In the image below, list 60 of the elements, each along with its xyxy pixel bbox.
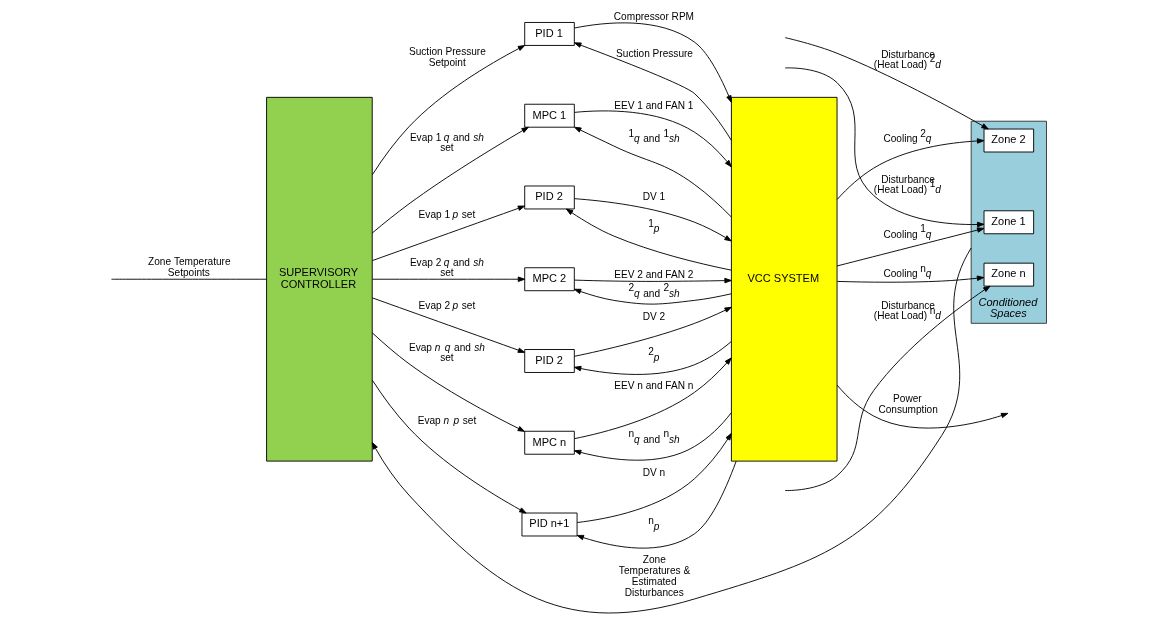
arrow <box>573 357 732 440</box>
edge-label: Evap n p set <box>417 415 476 427</box>
arrow <box>573 198 732 242</box>
arrow <box>573 288 732 305</box>
arrow <box>371 126 529 234</box>
arrow <box>784 67 984 233</box>
arrow <box>573 341 732 375</box>
edge-label: EEV n and FAN n <box>613 380 693 392</box>
arrow <box>371 379 527 514</box>
node-box: MPC 1 <box>523 103 575 128</box>
edge-label: Evap 1 q and sh set <box>409 132 484 154</box>
arrow <box>573 110 732 168</box>
arrow <box>573 277 732 284</box>
edge-label: Suction Pressure <box>615 47 693 59</box>
node-box: PID 1 <box>523 22 575 46</box>
node-box: MPC 2 <box>523 267 575 292</box>
arrow <box>573 306 732 357</box>
edge-label: Compressor RPM <box>613 11 694 22</box>
edge-label: Power Consumption <box>877 393 938 416</box>
node-box: VCC SYSTEM <box>730 96 837 462</box>
arrow <box>573 412 732 461</box>
arrow <box>836 138 984 200</box>
edge-label: DV 1 <box>642 191 665 203</box>
arrow <box>371 332 525 432</box>
arrow <box>836 384 1008 429</box>
node-box: Zone 1 <box>983 210 1034 235</box>
edge-label: Evap 2 q and sh set <box>409 257 484 279</box>
edge-label: EEV 1 and FAN 1 <box>613 100 693 112</box>
arrow <box>371 45 525 176</box>
arrow <box>573 126 732 218</box>
node-box: Zone 2 <box>983 128 1034 153</box>
arrow <box>576 460 737 549</box>
arrow <box>565 208 732 271</box>
node-box: PID n+1 <box>521 512 578 537</box>
arrow <box>836 221 984 267</box>
node-box: MPC n <box>523 430 575 455</box>
edge-label: Zone Temperature Setpoints <box>147 256 231 279</box>
arrow <box>371 297 525 353</box>
arrow <box>784 37 989 130</box>
arrow <box>371 276 525 282</box>
arrow <box>573 42 732 141</box>
edge-label: Evap n q and sh set <box>408 341 485 363</box>
node-box: PID 2 <box>523 349 575 373</box>
arrow <box>573 22 732 103</box>
arrow <box>576 433 732 523</box>
arrow <box>784 285 990 491</box>
node-box: PID 2 <box>523 185 575 210</box>
arrow <box>836 275 984 283</box>
edge-label: Evap 2 p set <box>418 300 475 312</box>
edge-label: Suction Pressure Setpoint <box>408 45 486 68</box>
node-box: Zone n <box>983 262 1034 287</box>
arrow <box>371 247 972 614</box>
edge-label: DV 2 <box>642 311 665 323</box>
edge-label: Evap 1 p set <box>418 209 475 221</box>
connector <box>110 278 267 280</box>
edge-label: DV n <box>642 466 665 478</box>
edge-label: Zone Temperatures & Estimated Disturbances <box>618 553 690 598</box>
arrow <box>371 205 525 262</box>
edge-label: EEV 2 and FAN 2 <box>613 269 693 281</box>
node-box: SUPERVISORY CONTROLLER <box>265 96 373 462</box>
